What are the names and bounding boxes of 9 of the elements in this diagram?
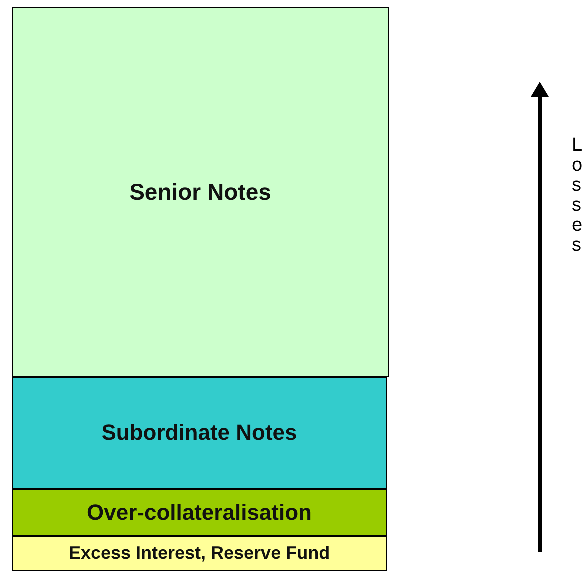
layer-label: Senior Notes [130,178,272,206]
axis-label: Losses [572,136,582,256]
reserve-fund-layer [12,536,387,571]
senior-notes-layer [12,7,389,377]
subordinate-notes-layer [12,377,387,489]
layer-label: Subordinate Notes [102,420,298,446]
layer-label: Excess Interest, Reserve Fund [68,543,330,564]
layer-label: Over-collateralisation [87,500,312,526]
over-collateralisation-layer [12,489,387,536]
